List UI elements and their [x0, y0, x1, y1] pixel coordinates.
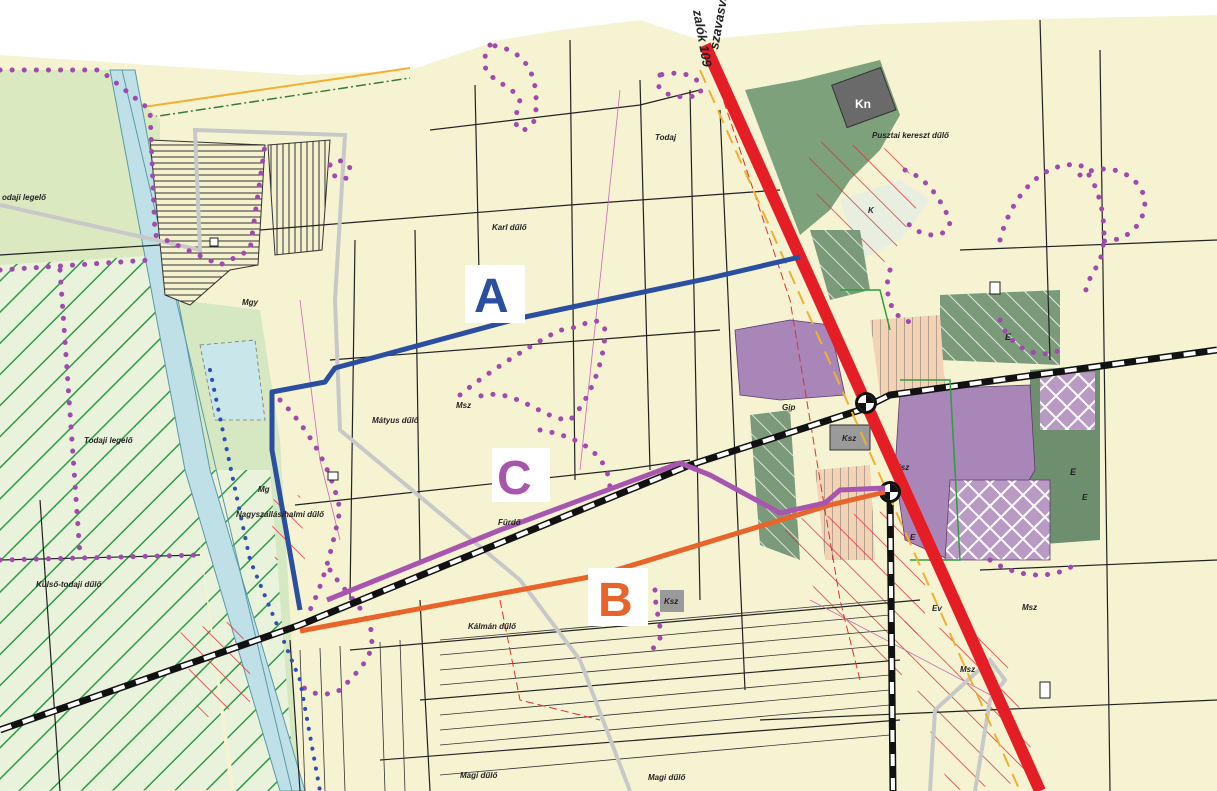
label-magi-1: Magi dűlő	[460, 771, 498, 780]
route-c-line	[326, 460, 886, 603]
route-a-line	[269, 254, 801, 611]
ksz-label-3: Ksz	[664, 597, 678, 606]
label-kalman: Kálmán dűlő	[468, 622, 517, 631]
grey-road	[0, 127, 632, 791]
label-msz: Msz	[456, 401, 471, 410]
label-todaji-legelo: Todaji legelő	[84, 436, 134, 445]
label-todaj: Todaj	[655, 133, 677, 142]
label-msz-3: Msz	[960, 665, 975, 674]
village-grid-1	[870, 315, 945, 395]
route-b-line	[299, 489, 886, 634]
canal-edge	[121, 69, 293, 791]
label-k: K	[868, 206, 875, 215]
kn-label: Kn	[855, 97, 871, 111]
stripe-field-1	[149, 139, 266, 306]
station-marker-1	[855, 392, 877, 414]
route-b-label-bg	[588, 568, 648, 626]
main-red-railway	[699, 42, 1046, 791]
label-msz-2: Msz	[1022, 603, 1037, 612]
ksz-label-1: Ksz	[842, 434, 856, 443]
route-a-label: A	[474, 270, 509, 323]
small-buildings	[209, 237, 1051, 699]
ksz-block-2	[660, 590, 684, 612]
label-matyus: Mátyus dűlő	[372, 416, 420, 425]
green-dashdot-line	[0, 77, 411, 141]
label-mgy: Mgy	[242, 298, 259, 307]
label-karl: Karl dűlő	[492, 223, 528, 232]
label-nagyszallas: Nagyszállásihalmi dűlő	[236, 510, 325, 519]
route-c-label-bg	[492, 448, 550, 502]
village-cross-2	[1040, 372, 1095, 430]
red-hatch-ne	[805, 140, 920, 270]
forest-e1-hatch	[940, 290, 1060, 365]
kn-block	[831, 66, 897, 129]
purple-dotted-lines	[0, 42, 1148, 697]
e-label-3: E	[910, 533, 916, 542]
forest-n-hatch-w	[810, 230, 870, 300]
red-hatch-south-2	[900, 620, 1040, 791]
label-kulso: Külső-todaji dűlő	[36, 580, 102, 589]
grey-road-2	[928, 657, 1008, 791]
label-todaji-legelo-top: odaji legelő	[2, 193, 47, 202]
field-lines-dense	[299, 599, 891, 791]
label-pusztai: Pusztai kereszt dűlő	[872, 131, 950, 140]
stripe-field-2	[267, 139, 331, 256]
label-furdo: Fürdő	[498, 518, 522, 527]
label-magi-2: Magi dűlő	[648, 773, 686, 782]
gip-label: Gip	[782, 403, 795, 412]
ksz-label-2: Ksz	[895, 463, 909, 472]
route-a-label-bg	[465, 265, 525, 323]
route-b-label: B	[598, 574, 633, 627]
e-label-1: E	[1005, 332, 1012, 342]
label-ev: Ev	[932, 604, 942, 613]
e-label-2: E	[1070, 467, 1077, 477]
field-boundaries	[0, 19, 1217, 791]
label-mg: Mg	[258, 485, 270, 494]
e-label-4: E	[1082, 493, 1088, 502]
route-c-label: C	[497, 452, 532, 505]
village-cross	[944, 479, 1051, 561]
canal	[109, 69, 306, 791]
railway	[0, 346, 1217, 791]
